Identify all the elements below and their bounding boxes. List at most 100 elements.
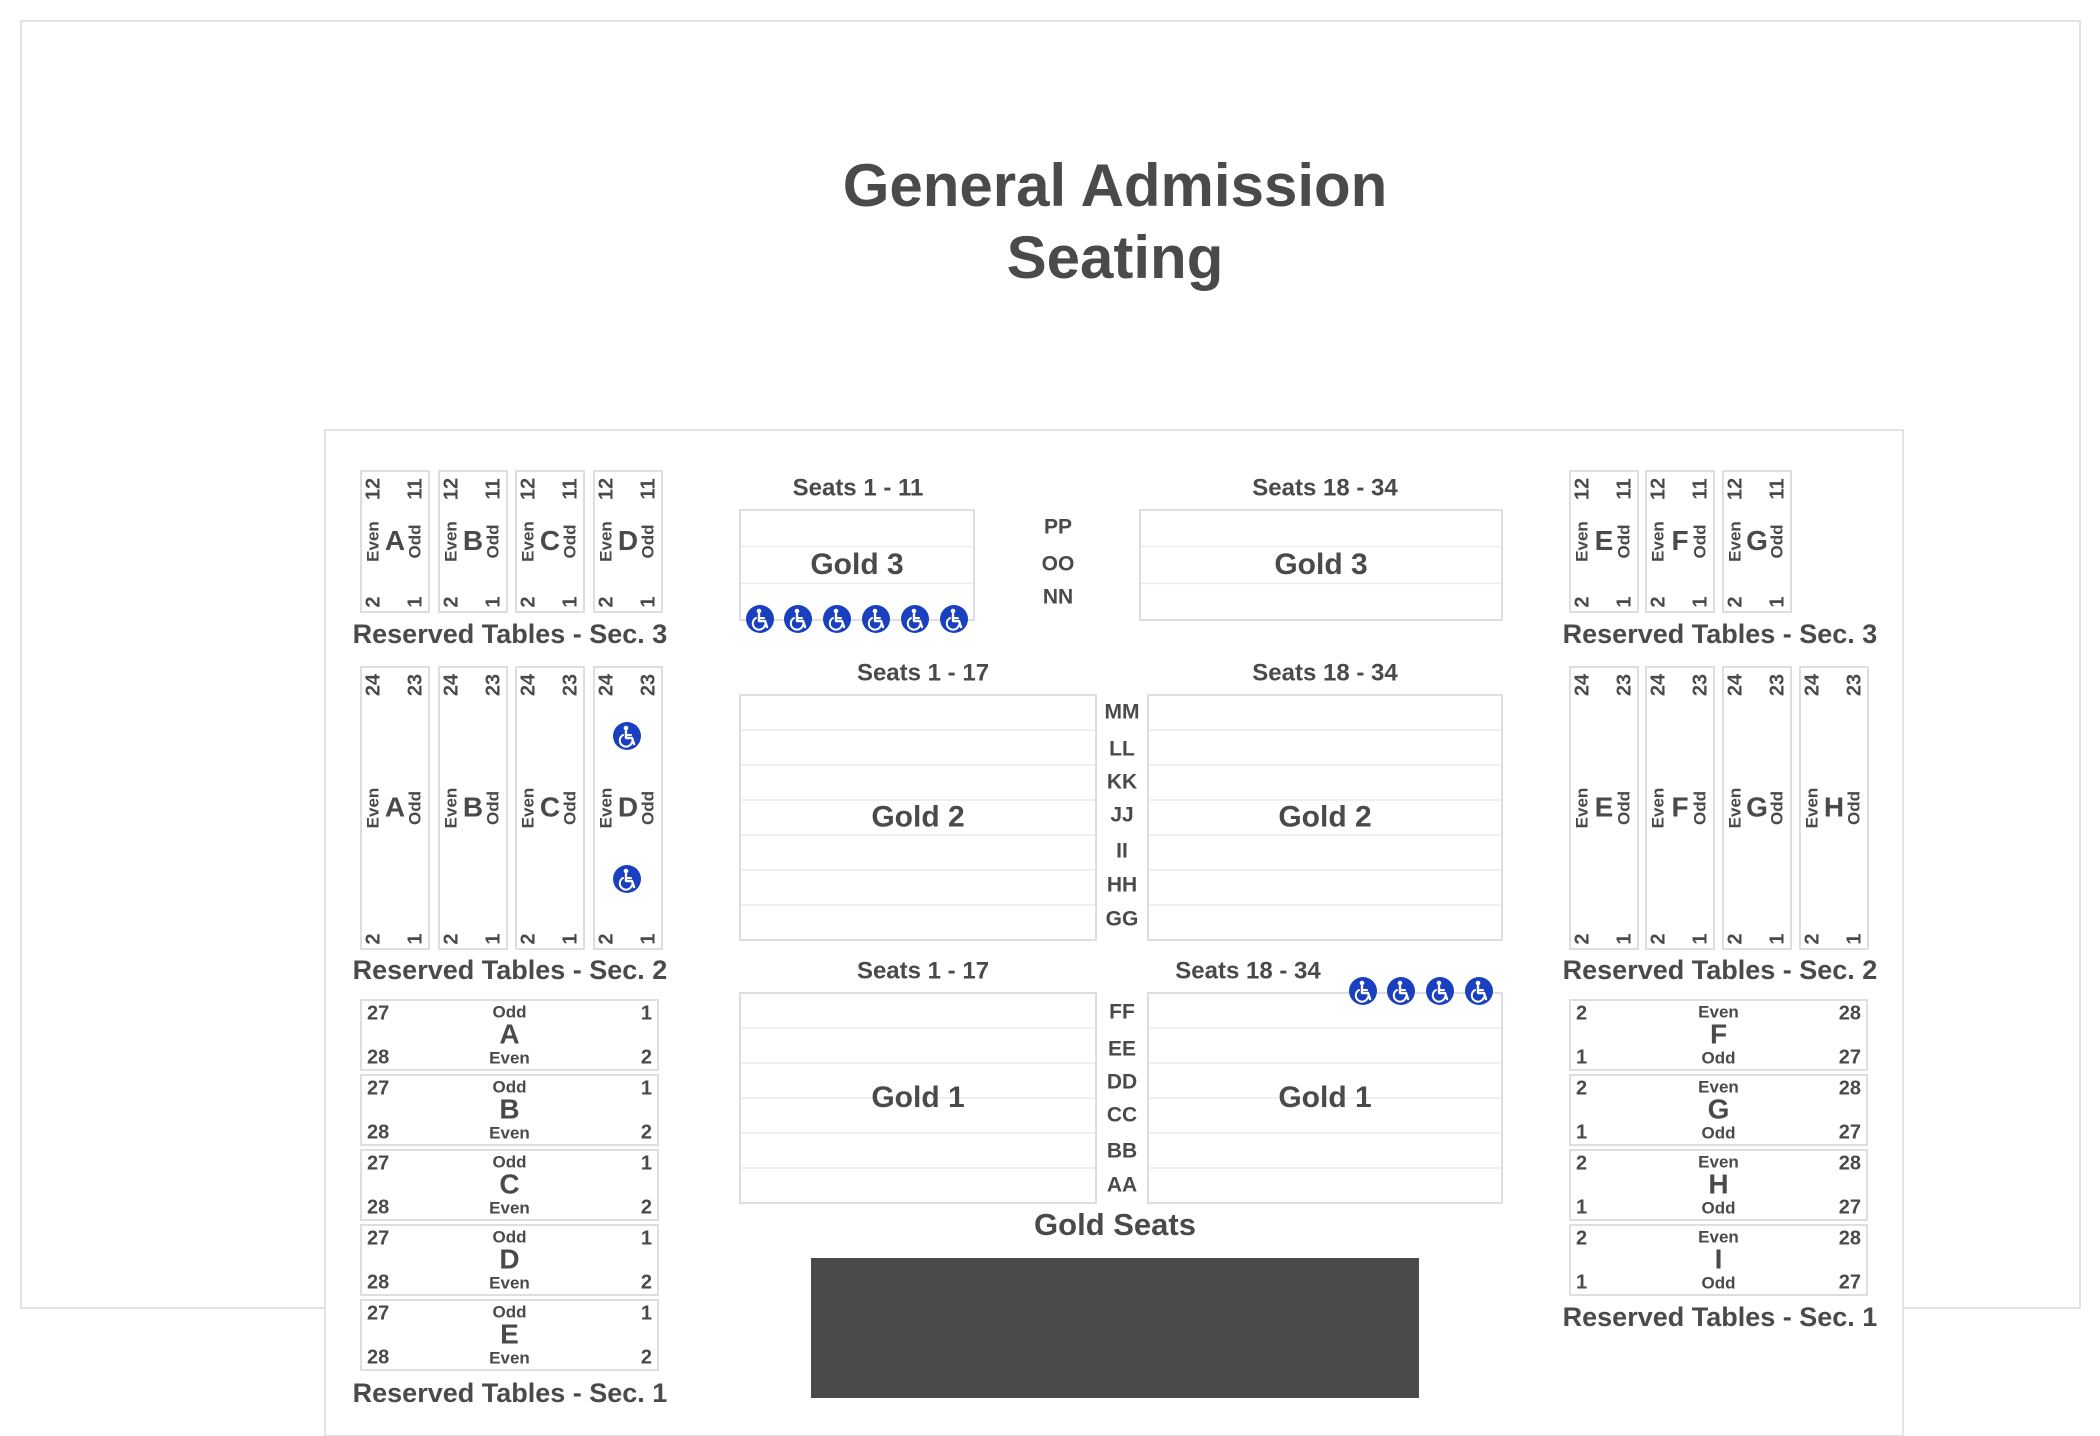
reserved-table-H[interactable] bbox=[1799, 666, 1869, 950]
seat-number-bottom-left: 1 bbox=[1576, 1271, 1587, 1293]
reserved-table-D[interactable] bbox=[360, 1224, 659, 1296]
reserved-table-A[interactable] bbox=[360, 470, 430, 613]
side-label-bottom: Odd bbox=[1702, 1273, 1736, 1292]
seat-number-even-bottom: 2 bbox=[1647, 933, 1669, 944]
seat-number-bottom-left: 1 bbox=[1576, 1196, 1587, 1218]
table-letter: B bbox=[463, 791, 483, 822]
reserved-table-C[interactable] bbox=[515, 666, 585, 950]
even-side-label: Even bbox=[518, 788, 537, 829]
reserved-table-C[interactable] bbox=[360, 1149, 659, 1221]
seat-number-bottom-right: 2 bbox=[641, 1346, 652, 1368]
reserved-table-F[interactable] bbox=[1645, 666, 1715, 950]
even-side-label: Even bbox=[1572, 788, 1591, 829]
section-label-sec3-left: Reserved Tables - Sec. 3 bbox=[353, 619, 668, 649]
seat-number-even-top: 12 bbox=[440, 478, 462, 500]
reserved-table-D[interactable] bbox=[593, 470, 663, 613]
seat-number-top-right: 1 bbox=[641, 1302, 652, 1324]
gold-section-name: Gold 2 bbox=[871, 800, 964, 833]
seat-number-top-left: 27 bbox=[367, 1002, 389, 1024]
seat-number-odd-top: 23 bbox=[1689, 674, 1711, 696]
wheelchair-accessible-icon bbox=[1387, 977, 1415, 1005]
seat-number-even-top: 12 bbox=[517, 478, 539, 500]
odd-side-label: Odd bbox=[405, 525, 424, 559]
row-label: LL bbox=[1109, 738, 1135, 761]
even-side-label: Even bbox=[363, 521, 382, 562]
gold-3-left-block[interactable] bbox=[739, 509, 975, 621]
odd-side-label: Odd bbox=[1690, 791, 1709, 825]
reserved-table-E[interactable] bbox=[1569, 470, 1639, 613]
odd-side-label: Odd bbox=[1767, 525, 1786, 559]
table-letter: F bbox=[1671, 525, 1688, 556]
gold-3-right-block[interactable] bbox=[1139, 509, 1503, 621]
seat-number-even-bottom: 2 bbox=[1571, 933, 1593, 944]
reserved-table-A[interactable] bbox=[360, 666, 430, 950]
reserved-table-C[interactable] bbox=[515, 470, 585, 613]
reserved-table-I[interactable] bbox=[1569, 1224, 1868, 1296]
row-label: OO bbox=[1042, 553, 1075, 576]
reserved-table-G[interactable] bbox=[1722, 470, 1792, 613]
even-side-label: Even bbox=[596, 788, 615, 829]
section-label-sec2-left: Reserved Tables - Sec. 2 bbox=[353, 955, 668, 985]
seat-number-top-right: 1 bbox=[641, 1227, 652, 1249]
wheelchair-accessible-icon bbox=[823, 605, 851, 633]
seat-number-even-bottom: 2 bbox=[362, 596, 384, 607]
seat-number-odd-bottom: 1 bbox=[404, 596, 426, 607]
seat-number-odd-top: 23 bbox=[1613, 674, 1635, 696]
reserved-table-A[interactable] bbox=[360, 999, 659, 1071]
seat-number-even-top: 12 bbox=[1571, 478, 1593, 500]
side-label-top: Even bbox=[1698, 1152, 1739, 1171]
seat-number-even-top: 24 bbox=[1647, 673, 1669, 696]
side-label-top: Odd bbox=[493, 1302, 527, 1321]
seat-number-top-right: 28 bbox=[1839, 1077, 1861, 1099]
wheelchair-accessible-icon bbox=[901, 605, 929, 633]
reserved-table-B[interactable] bbox=[438, 470, 508, 613]
table-letter: G bbox=[1746, 525, 1768, 556]
reserved-table-F[interactable] bbox=[1569, 999, 1868, 1071]
section-label-sec1-right: Reserved Tables - Sec. 1 bbox=[1563, 1302, 1878, 1332]
reserved-table-F[interactable] bbox=[1645, 470, 1715, 613]
seat-number-odd-top: 11 bbox=[559, 478, 581, 499]
seat-number-bottom-right: 2 bbox=[641, 1196, 652, 1218]
seat-number-even-bottom: 2 bbox=[1647, 596, 1669, 607]
table-letter: D bbox=[499, 1243, 519, 1274]
side-label-bottom: Even bbox=[489, 1048, 530, 1067]
wheelchair-accessible-icon bbox=[613, 865, 641, 893]
table-letter: B bbox=[463, 525, 483, 556]
page-title-line-2: Seating bbox=[1007, 224, 1224, 291]
seat-number-bottom-left: 28 bbox=[367, 1121, 389, 1143]
row-label: HH bbox=[1107, 874, 1137, 897]
table-letter: A bbox=[385, 791, 405, 822]
reserved-table-E[interactable] bbox=[360, 1299, 659, 1371]
seat-number-even-top: 24 bbox=[362, 673, 384, 696]
side-label-bottom: Even bbox=[489, 1123, 530, 1142]
gold-2-right-block[interactable] bbox=[1147, 694, 1503, 941]
reserved-table-D[interactable] bbox=[593, 666, 663, 950]
odd-side-label: Odd bbox=[1767, 791, 1786, 825]
odd-side-label: Odd bbox=[1690, 525, 1709, 559]
seat-number-bottom-right: 2 bbox=[641, 1121, 652, 1143]
seat-number-odd-top: 11 bbox=[1689, 478, 1711, 499]
reserved-table-B[interactable] bbox=[438, 666, 508, 950]
reserved-table-H[interactable] bbox=[1569, 1149, 1868, 1221]
seat-number-even-bottom: 2 bbox=[440, 596, 462, 607]
reserved-table-G[interactable] bbox=[1569, 1074, 1868, 1146]
seats-range-label: Seats 18 - 34 bbox=[1175, 957, 1321, 984]
seat-number-even-top: 24 bbox=[595, 673, 617, 696]
gold-2-left-block[interactable] bbox=[739, 694, 1097, 941]
reserved-table-B[interactable] bbox=[360, 1074, 659, 1146]
reserved-table-E[interactable] bbox=[1569, 666, 1639, 950]
row-label: AA bbox=[1107, 1174, 1137, 1197]
side-label-top: Odd bbox=[493, 1227, 527, 1246]
table-letter: C bbox=[540, 525, 560, 556]
even-side-label: Even bbox=[1725, 788, 1744, 829]
wheelchair-accessible-icon bbox=[940, 605, 968, 633]
seat-number-odd-bottom: 1 bbox=[1766, 933, 1788, 944]
gold-section-name: Gold 2 bbox=[1278, 800, 1371, 833]
seat-number-even-top: 24 bbox=[440, 673, 462, 696]
table-letter: E bbox=[500, 1318, 519, 1349]
table-letter: G bbox=[1708, 1093, 1730, 1124]
seat-number-even-bottom: 2 bbox=[1724, 933, 1746, 944]
row-label: NN bbox=[1043, 586, 1073, 609]
seat-number-even-bottom: 2 bbox=[1571, 596, 1593, 607]
reserved-table-G[interactable] bbox=[1722, 666, 1792, 950]
